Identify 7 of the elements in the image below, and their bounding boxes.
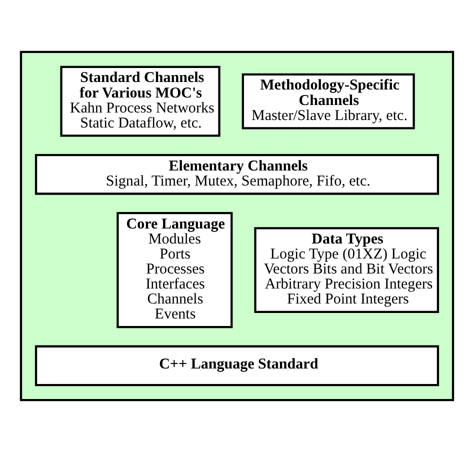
node-box: Standard Channels for Various MOC's Kahn Process Networks Static Dataflow, etc.	[60, 66, 220, 137]
node-box: C++ Language Standard	[34, 345, 440, 386]
node-box: Data Types Logic Type (01XZ) Logic Vectors Bits and Bit Vectors Arbitrary Precision Integers Fixed Point Integers	[254, 227, 440, 314]
node-box: Core Language Modules Ports Processes Interfaces Channels Events	[116, 212, 233, 328]
cluster	[20, 50, 454, 402]
node-box: Methodology-Specific Channels Master/Slave Library, etc.	[242, 73, 415, 130]
node-box: Elementary Channels Signal, Timer, Mutex, Semaphore, Fifo, etc.	[34, 154, 440, 195]
